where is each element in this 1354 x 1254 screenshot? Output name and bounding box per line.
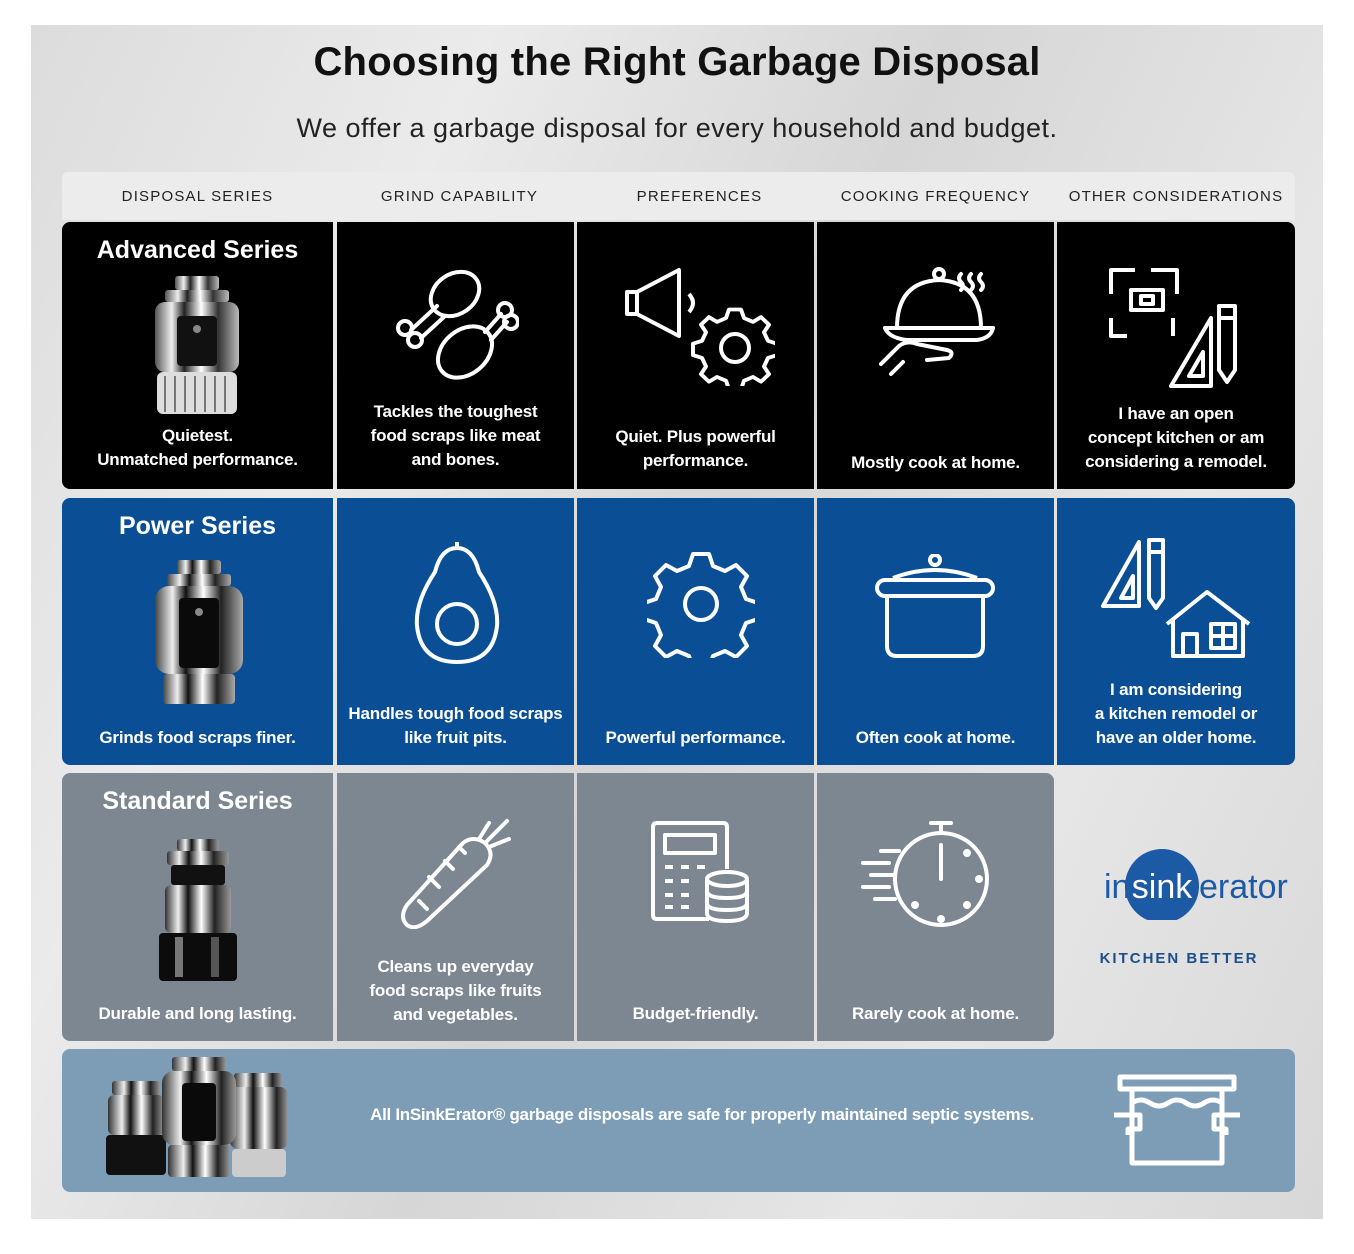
cell-advanced-cooking: Mostly cook at home.	[817, 222, 1054, 489]
logo-text-left: in	[1104, 868, 1130, 906]
other-description: I am considering a kitchen remodel or ha…	[1065, 678, 1287, 750]
column-header-grind: GRIND CAPABILITY	[380, 188, 539, 205]
cell-advanced-grind: Tackles the toughest food scraps like me…	[337, 222, 574, 489]
blueprint-tools-icon	[1107, 266, 1249, 388]
desc-line: concept kitchen or am	[1087, 428, 1265, 447]
desc-line: I am considering	[1110, 680, 1242, 699]
stopwatch-icon	[859, 819, 993, 929]
cell-standard-grind: Cleans up everyday food scraps like frui…	[337, 773, 574, 1041]
column-header-series: DISPOSAL SERIES	[121, 188, 274, 205]
desc-line: and vegetables.	[393, 1005, 518, 1024]
desc-line: performance.	[642, 451, 749, 470]
grind-description: Tackles the toughest food scraps like me…	[345, 400, 566, 472]
calculator-coins-icon	[649, 819, 751, 925]
desc-line: I have an open	[1118, 404, 1234, 423]
column-header-band	[62, 172, 1295, 220]
desc-line: a kitchen remodel or	[1094, 704, 1258, 723]
cooking-description: Mostly cook at home.	[851, 453, 1020, 472]
pot-icon	[875, 554, 995, 660]
disposal-icon	[145, 274, 249, 424]
grind-description: Cleans up everyday food scraps like frui…	[345, 955, 566, 1027]
cell-standard-series: Standard Series Durable and long lasting…	[62, 773, 333, 1041]
preferences-description: Powerful performance.	[605, 728, 786, 747]
series-description: Quietest. Unmatched performance.	[70, 424, 325, 472]
desc-line: food scraps like fruits	[369, 981, 542, 1000]
speaker-gear-icon	[623, 266, 775, 386]
desc-line: Quiet. Plus powerful	[615, 427, 776, 446]
logo-text-mid: sink	[1132, 868, 1193, 906]
column-header-preferences: PREFERENCES	[636, 188, 763, 205]
grind-description: Handles tough food scraps like fruit pit…	[345, 702, 566, 750]
desc-line: Unmatched performance.	[97, 450, 298, 469]
logo-text-right: erator	[1199, 868, 1288, 906]
desc-line: food scraps like meat	[370, 426, 541, 445]
page-subtitle: We offer a garbage disposal for every ho…	[296, 113, 1058, 143]
septic-safety-text: All InSinkErator® garbage disposals are …	[370, 1105, 1034, 1124]
cell-power-preferences: Powerful performance.	[577, 498, 814, 765]
page-title: Choosing the Right Garbage Disposal	[313, 40, 1041, 84]
septic-footer-banner: All InSinkErator® garbage disposals are …	[62, 1049, 1295, 1192]
desc-line: have an older home.	[1095, 728, 1257, 747]
cell-power-other: I am considering a kitchen remodel or ha…	[1057, 498, 1295, 765]
drumstick-icon	[393, 266, 519, 391]
cooking-description: Often cook at home.	[855, 728, 1016, 747]
preferences-description: Budget-friendly.	[632, 1004, 759, 1023]
desc-line: Handles tough food scraps	[348, 704, 563, 723]
gear-icon	[647, 550, 755, 658]
desc-line: Cleans up everyday	[377, 957, 534, 976]
desc-line: Tackles the toughest	[373, 402, 538, 421]
insinkerator-logo: in sink erator	[1060, 840, 1298, 923]
tools-house-icon	[1099, 536, 1255, 660]
septic-tank-icon	[1112, 1073, 1242, 1169]
cell-power-grind: Handles tough food scraps like fruit pit…	[337, 498, 574, 765]
series-name: Power Series	[118, 512, 277, 540]
cell-power-cooking: Often cook at home.	[817, 498, 1054, 765]
series-name: Standard Series	[102, 787, 293, 815]
brand-tagline: KITCHEN BETTER	[1099, 950, 1259, 967]
disposal-lineup-icon	[106, 1055, 290, 1186]
cooking-description: Rarely cook at home.	[851, 1004, 1019, 1023]
desc-line: like fruit pits.	[404, 728, 507, 747]
column-header-cooking: COOKING FREQUENCY	[840, 188, 1031, 205]
series-description: Grinds food scraps finer.	[99, 728, 296, 747]
cell-advanced-other: I have an open concept kitchen or am con…	[1057, 222, 1295, 489]
preferences-description: Quiet. Plus powerful performance.	[585, 425, 806, 473]
desc-line: and bones.	[411, 450, 500, 469]
series-description: Durable and long lasting.	[98, 1004, 297, 1023]
cell-standard-preferences: Budget-friendly.	[577, 773, 814, 1041]
desc-line: considering a remodel.	[1085, 452, 1267, 471]
column-header-other: OTHER CONSIDERATIONS	[1068, 188, 1284, 205]
disposal-icon	[149, 558, 249, 713]
disposal-icon	[155, 837, 241, 988]
avocado-icon	[411, 542, 503, 666]
desc-line: Quietest.	[162, 426, 233, 445]
series-name: Advanced Series	[96, 236, 299, 264]
cell-advanced-series: Advanced Series	[62, 222, 333, 489]
cell-power-series: Power Series Grinds food scraps finer.	[62, 498, 333, 765]
carrot-icon	[399, 817, 513, 929]
cell-advanced-preferences: Quiet. Plus powerful performance.	[577, 222, 814, 489]
serving-cloche-icon	[877, 266, 1001, 386]
cell-standard-cooking: Rarely cook at home.	[817, 773, 1054, 1041]
other-description: I have an open concept kitchen or am con…	[1065, 402, 1287, 474]
